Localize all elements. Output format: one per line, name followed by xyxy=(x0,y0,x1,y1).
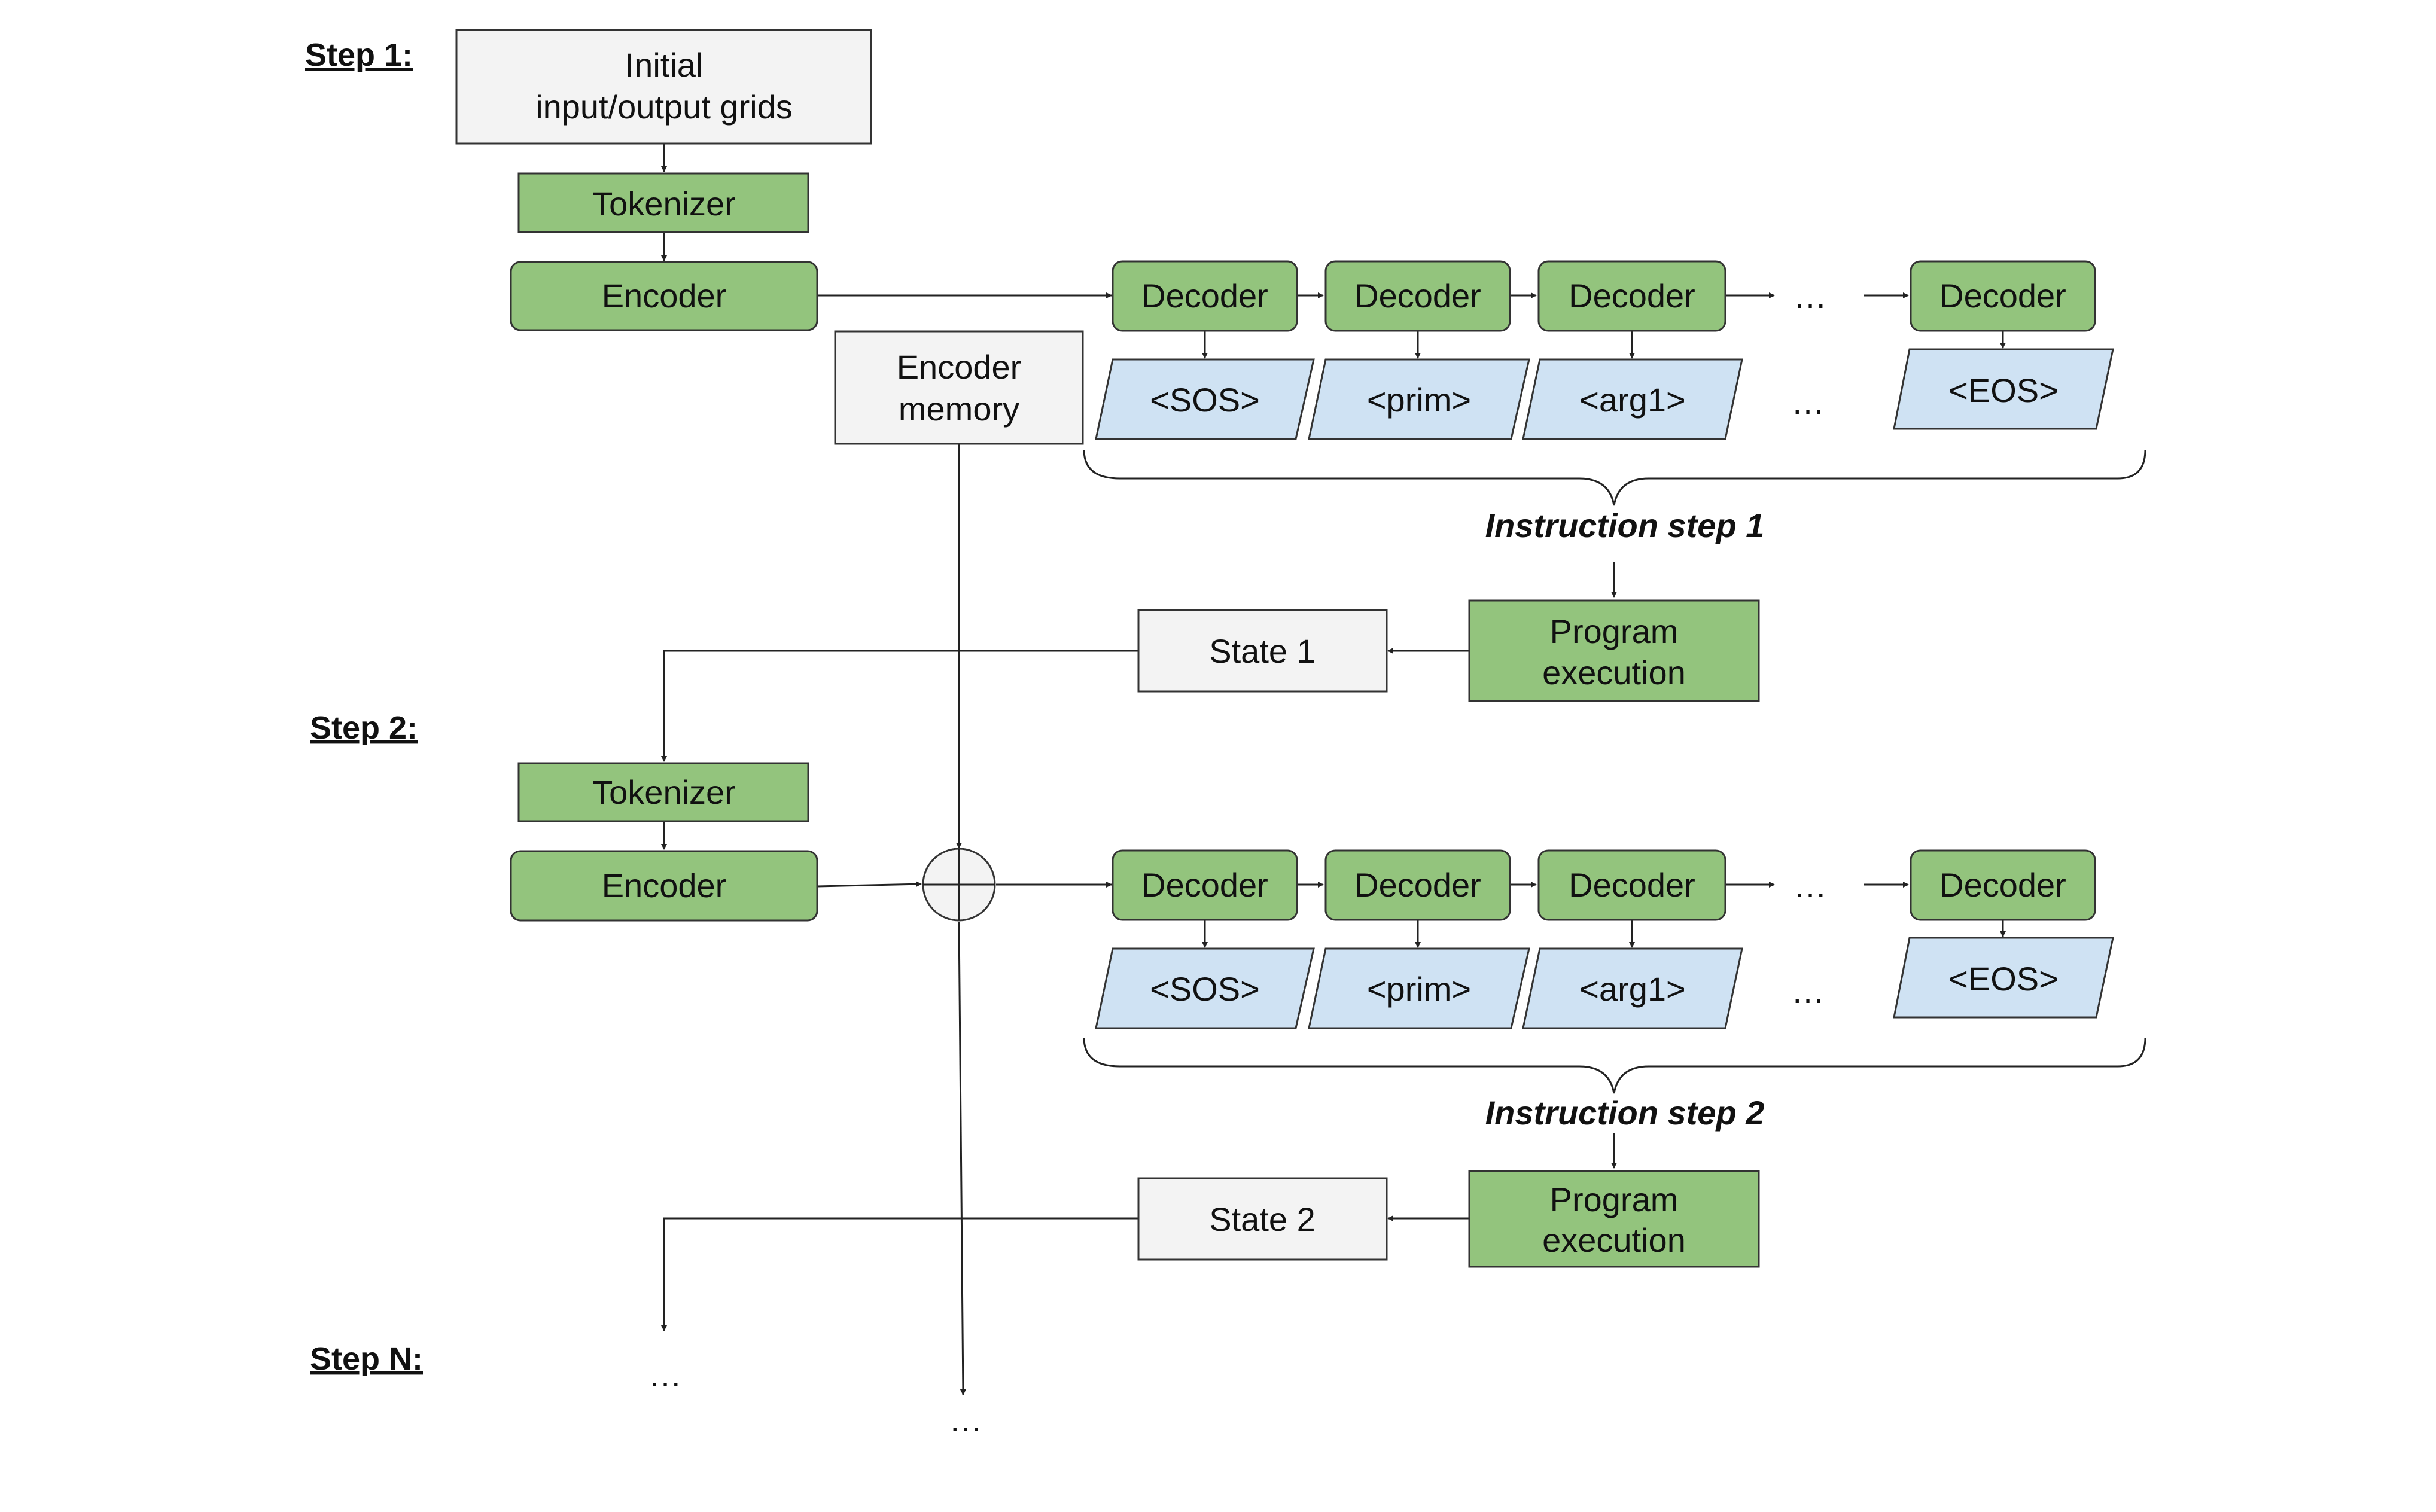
svg-text:<prim>: <prim> xyxy=(1367,970,1471,1008)
stepN-label: Step N: xyxy=(310,1341,423,1377)
svg-text:Program: Program xyxy=(1550,1181,1679,1218)
svg-text:<arg1>: <arg1> xyxy=(1579,381,1686,419)
initial-grids-node: Initial input/output grids xyxy=(455,29,872,145)
token-prim-step1: <prim> xyxy=(1308,358,1530,440)
token-eos-step1: <EOS> xyxy=(1893,348,2114,430)
stepN-ellipsis-memory: … xyxy=(949,1401,982,1438)
edges xyxy=(661,144,2146,1395)
encoder-node-step1: Encoder xyxy=(510,261,818,331)
svg-text:input/output grids: input/output grids xyxy=(535,88,793,126)
decoder-node-step1-last: Decoder xyxy=(1910,260,2096,332)
oplus-combine-node xyxy=(922,848,996,922)
instruction-step1-label: Instruction step 1 xyxy=(1485,507,1765,544)
step1-label: Step 1: xyxy=(305,37,413,73)
state1-node: State 1 xyxy=(1137,609,1388,693)
svg-text:Decoder: Decoder xyxy=(1141,277,1268,315)
svg-text:Decoder: Decoder xyxy=(1141,866,1268,904)
svg-text:<prim>: <prim> xyxy=(1367,381,1471,419)
svg-text:Decoder: Decoder xyxy=(1939,866,2066,904)
svg-text:<EOS>: <EOS> xyxy=(1948,371,2059,409)
token-prim-step2: <prim> xyxy=(1308,947,1530,1029)
svg-text:execution: execution xyxy=(1542,1221,1686,1259)
svg-text:memory: memory xyxy=(899,390,1019,428)
svg-text:Encoder: Encoder xyxy=(602,867,727,904)
svg-text:Encoder: Encoder xyxy=(602,277,727,315)
svg-text:<EOS>: <EOS> xyxy=(1948,960,2059,998)
svg-text:<SOS>: <SOS> xyxy=(1150,381,1260,419)
decoder-node-step1-3: Decoder xyxy=(1537,260,1726,332)
token-ellipsis-step2: … xyxy=(1791,973,1825,1010)
stepN-ellipsis-left: … xyxy=(648,1356,682,1394)
svg-text:Decoder: Decoder xyxy=(1569,866,1695,904)
program-execution-node-step1: Program execution xyxy=(1468,599,1760,702)
decoder-node-step2-2: Decoder xyxy=(1324,849,1511,921)
svg-text:State 2: State 2 xyxy=(1209,1200,1315,1238)
step2-label: Step 2: xyxy=(310,710,418,746)
program-execution-node-step2: Program execution xyxy=(1468,1170,1760,1268)
instruction-step2-label: Instruction step 2 xyxy=(1485,1094,1765,1132)
token-arg1-step1: <arg1> xyxy=(1522,358,1743,440)
token-sos-step1: <SOS> xyxy=(1095,358,1315,440)
encoder-memory-node: Encoder memory xyxy=(834,330,1084,445)
svg-text:Tokenizer: Tokenizer xyxy=(592,773,736,811)
svg-text:Program: Program xyxy=(1550,612,1679,650)
decoder-ellipsis-step2: … xyxy=(1793,867,1827,904)
decoder-node-step1-1: Decoder xyxy=(1112,260,1298,332)
svg-text:Initial: Initial xyxy=(625,46,704,84)
token-arg1-step2: <arg1> xyxy=(1522,947,1743,1029)
state2-node: State 2 xyxy=(1137,1177,1388,1261)
tokenizer-node-step1: Tokenizer xyxy=(517,172,809,233)
token-sos-step2: <SOS> xyxy=(1095,947,1315,1029)
token-ellipsis-step1: … xyxy=(1791,383,1825,421)
svg-text:Decoder: Decoder xyxy=(1939,277,2066,315)
svg-text:State 1: State 1 xyxy=(1209,632,1315,670)
svg-text:Tokenizer: Tokenizer xyxy=(592,185,736,222)
svg-text:Decoder: Decoder xyxy=(1354,866,1481,904)
token-eos-step2: <EOS> xyxy=(1893,937,2114,1019)
svg-text:<arg1>: <arg1> xyxy=(1579,970,1686,1008)
svg-text:Decoder: Decoder xyxy=(1354,277,1481,315)
svg-text:Encoder: Encoder xyxy=(897,348,1022,386)
decoder-ellipsis-step1: … xyxy=(1793,278,1827,315)
decoder-node-step2-3: Decoder xyxy=(1537,849,1726,921)
encoder-node-step2: Encoder xyxy=(510,850,818,922)
decoder-node-step2-1: Decoder xyxy=(1112,849,1298,921)
svg-text:<SOS>: <SOS> xyxy=(1150,970,1260,1008)
tokenizer-node-step2: Tokenizer xyxy=(517,762,809,822)
decoder-node-step2-last: Decoder xyxy=(1910,849,2096,921)
decoder-node-step1-2: Decoder xyxy=(1324,260,1511,332)
svg-text:Decoder: Decoder xyxy=(1569,277,1695,315)
svg-text:execution: execution xyxy=(1542,654,1686,691)
